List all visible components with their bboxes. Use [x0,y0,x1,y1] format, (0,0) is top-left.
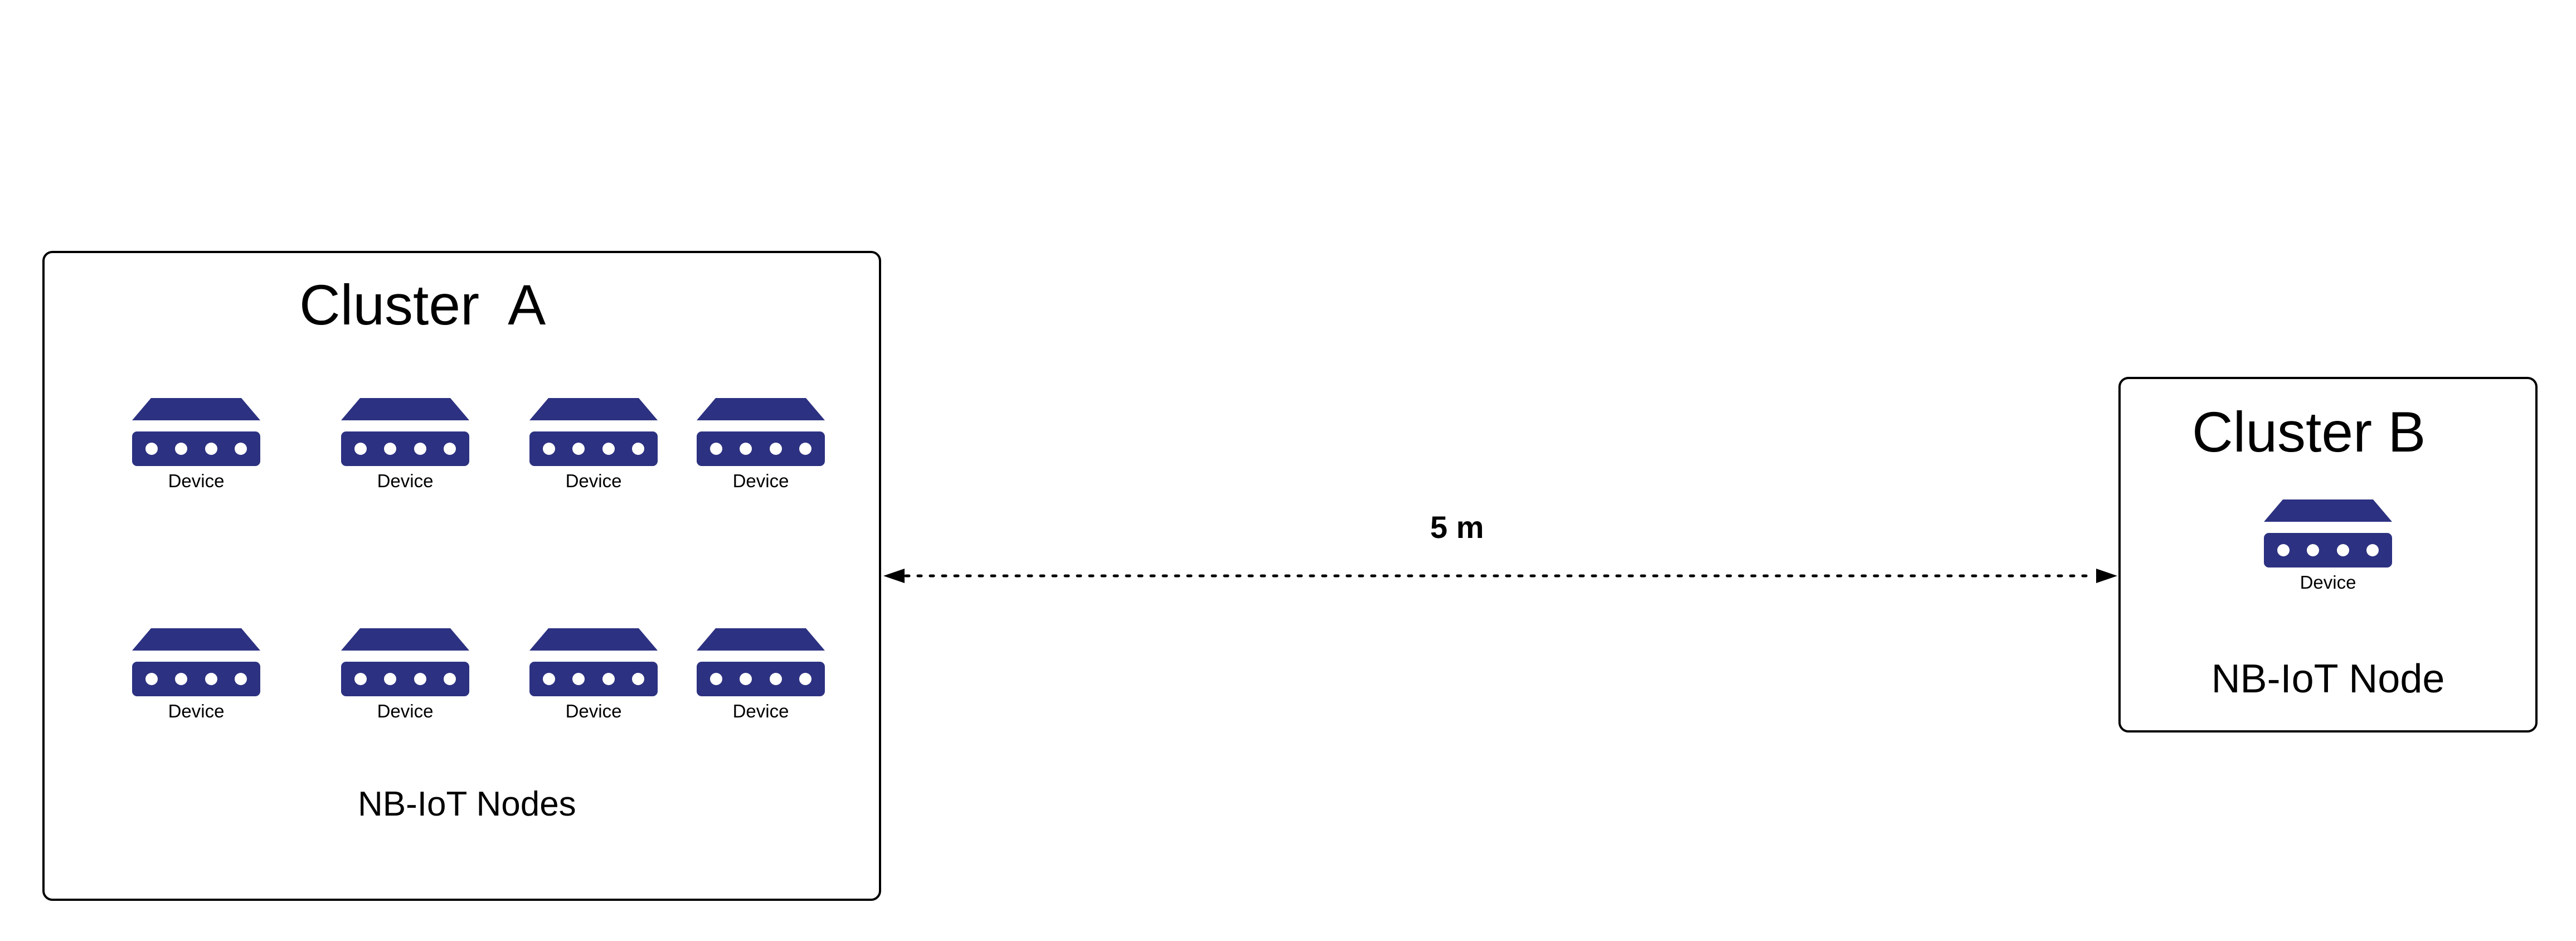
device-node: Device [2264,499,2392,596]
device-node: Device [697,398,825,495]
distance-connector [883,569,2117,583]
device-node: Device [529,628,658,725]
network-device-icon [132,628,260,696]
device-label: Device [168,701,225,721]
network-device-icon [132,398,260,466]
network-device-icon [341,628,469,696]
cluster-b-box: Cluster B Device NB-IoT Node [2118,377,2538,733]
device-label: Device [377,471,434,491]
network-device-icon [529,628,658,696]
arrow-left-icon [883,569,905,583]
network-device-icon [697,398,825,466]
device-node: Device [697,628,825,725]
device-node: Device [132,628,260,725]
distance-label: 5 m [1430,510,1484,545]
network-device-icon [529,398,658,466]
cluster-a-box: Cluster A Device Device Device Device De… [42,251,881,901]
device-label: Device [2300,572,2356,593]
device-label: Device [732,471,789,491]
network-device-icon [697,628,825,696]
arrow-right-icon [2096,569,2117,583]
cluster-a-caption: NB-IoT Nodes [358,785,576,823]
device-label: Device [168,471,225,491]
device-node: Device [341,628,469,725]
device-label: Device [732,701,789,721]
device-node: Device [529,398,658,495]
network-device-icon [2264,499,2392,567]
device-node: Device [132,398,260,495]
device-node: Device [341,398,469,495]
cluster-b-title: Cluster B [2192,400,2426,464]
cluster-b-caption: NB-IoT Node [2211,657,2445,701]
device-label: Device [377,701,434,721]
network-device-icon [341,398,469,466]
cluster-a-title: Cluster A [299,273,546,337]
device-label: Device [565,701,622,721]
device-label: Device [565,471,622,491]
